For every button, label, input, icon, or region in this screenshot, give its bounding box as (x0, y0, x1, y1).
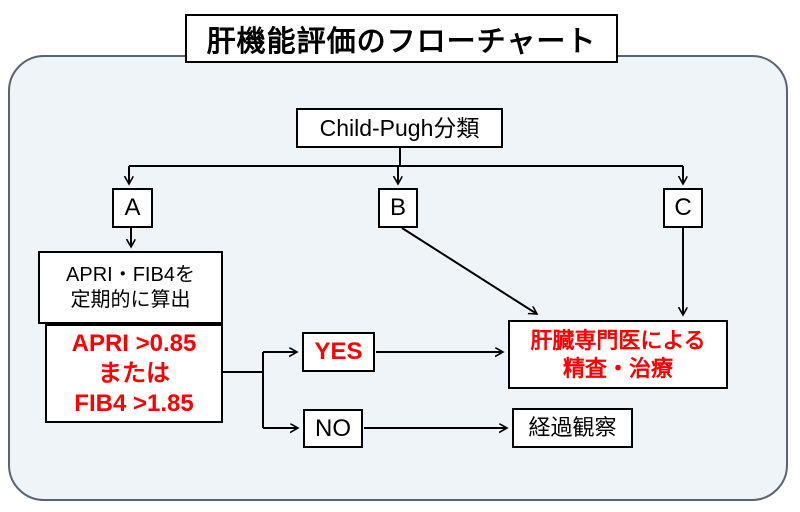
node-apri-calc: APRI・FIB4を 定期的に算出 (38, 251, 223, 324)
node-no: NO (303, 409, 363, 448)
node-grade-c-label: C (674, 194, 692, 221)
node-grade-b: B (378, 188, 418, 228)
node-threshold-criteria: APRI >0.85 または FIB4 >1.85 (45, 324, 223, 423)
node-followup-label: 経過観察 (528, 415, 617, 441)
node-threshold-line2: または (98, 359, 170, 387)
node-no-label: NO (315, 414, 351, 442)
node-yes: YES (302, 332, 375, 372)
node-child-pugh: Child-Pugh分類 (296, 108, 503, 148)
node-threshold-line3: FIB4 >1.85 (74, 389, 194, 417)
node-threshold-line1: APRI >0.85 (71, 329, 197, 357)
node-grade-b-label: B (389, 194, 406, 221)
node-specialist-line1: 肝臓専門医による (530, 328, 706, 353)
node-grade-a-label: A (124, 194, 141, 221)
node-apri-calc-line2: 定期的に算出 (70, 288, 191, 311)
node-followup-observation: 経過観察 (512, 408, 633, 448)
edge-b-to-specialist (401, 227, 537, 314)
node-grade-c: C (663, 188, 703, 228)
node-grade-a: A (112, 188, 153, 228)
node-child-pugh-label: Child-Pugh分類 (319, 114, 480, 141)
node-apri-calc-line1: APRI・FIB4を (66, 263, 195, 286)
flowchart-title: 肝機能評価のフローチャート (185, 14, 618, 63)
flowchart-title-text: 肝機能評価のフローチャート (206, 25, 597, 58)
node-specialist-referral: 肝臓専門医による 精査・治療 (508, 320, 728, 389)
node-specialist-line2: 精査・治療 (562, 355, 673, 381)
node-yes-label: YES (314, 338, 363, 365)
